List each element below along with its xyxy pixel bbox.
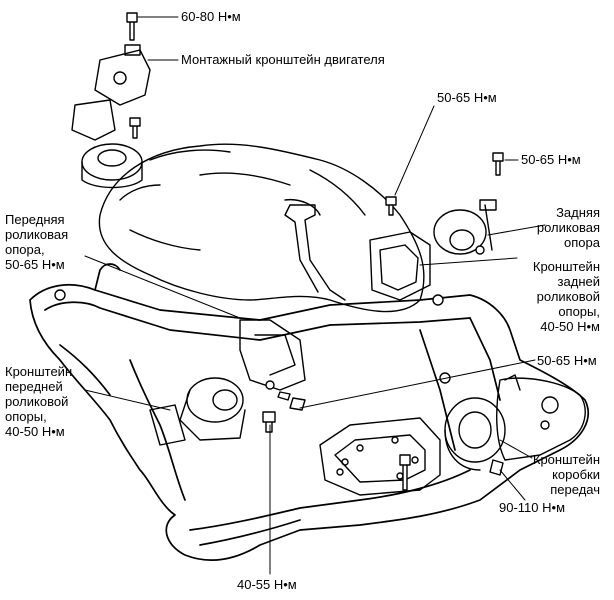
gearbox-bracket-label: Кронштейн коробки передач — [532, 452, 600, 497]
bolt-icon — [385, 196, 397, 216]
engine-mount-bracket-label: Монтажный кронштейн двигателя — [181, 52, 385, 67]
bolt-icon — [277, 391, 306, 411]
front-roller-bracket-label: Кронштейн передней роликовой опоры, 40-5… — [5, 364, 73, 439]
bolt-icons — [54, 12, 504, 491]
subframe — [29, 263, 590, 561]
torque-label-engine-bolt: 60-80 Н•м — [181, 9, 241, 24]
rear-roller-mount-shape — [369, 199, 497, 301]
bolt-icon — [489, 459, 504, 476]
torque-label-top-right: 50-65 Н•м — [521, 152, 581, 167]
front-roller-mount-shape — [149, 319, 306, 446]
bolt-icon — [262, 411, 276, 433]
bolt-icon — [126, 12, 138, 41]
gearbox-bracket-shape — [496, 377, 586, 461]
nut-icon — [54, 289, 66, 301]
leader-lines — [84, 16, 546, 575]
torque-label-right-middle: 50-65 Н•м — [537, 353, 597, 368]
torque-label-gearbox: 90-110 Н•м — [499, 500, 566, 515]
bolt-icon — [492, 152, 504, 176]
torque-label-bottom: 40-55 Н•м — [237, 577, 297, 592]
engine-mount-shape — [71, 44, 151, 189]
rear-roller-mount-label: Задняя роликовая опора — [536, 205, 600, 250]
nut-icon — [432, 294, 444, 306]
rear-roller-bracket-label: Кронштейн задней роликовой опоры, 40-50 … — [532, 259, 600, 334]
front-roller-mount-label: Передняя роликовая опора, 50-65 Н•м — [5, 212, 69, 272]
center-strut-shape — [284, 204, 346, 301]
bolt-icon — [129, 117, 141, 139]
nut-icon — [475, 245, 485, 255]
engine-outline — [98, 143, 425, 313]
gearbox-mount-shape — [444, 374, 521, 471]
center-bracket-shape — [319, 417, 441, 496]
bolt-icon — [399, 454, 411, 491]
torque-label-top-center: 50-65 Н•м — [437, 90, 497, 105]
nut-icon — [265, 380, 275, 390]
